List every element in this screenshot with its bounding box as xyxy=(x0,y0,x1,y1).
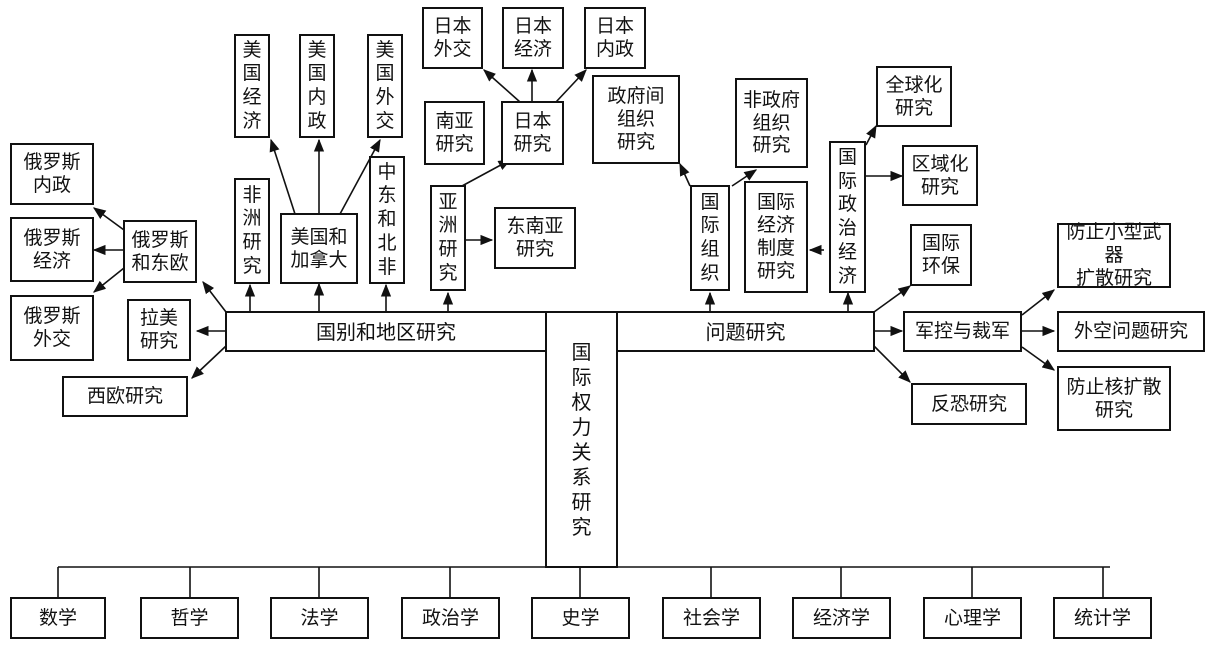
node-us-domestic: 美 国 内 政 xyxy=(299,34,335,138)
node-outer-space: 外空问题研究 xyxy=(1057,311,1205,352)
discipline-politics: 政治学 xyxy=(401,597,500,639)
node-latin-america: 拉美 研究 xyxy=(127,299,191,361)
node-environment: 国际 环保 xyxy=(910,224,972,286)
node-south-asia: 南亚 研究 xyxy=(424,101,485,165)
node-japan-economy: 日本 经济 xyxy=(502,7,564,69)
discipline-economics: 经济学 xyxy=(792,597,891,639)
node-us-canada: 美国和 加拿大 xyxy=(280,213,358,284)
node-anti-terror: 反恐研究 xyxy=(911,383,1027,425)
discipline-math: 数学 xyxy=(10,597,106,639)
node-russia-eeurope: 俄罗斯 和东欧 xyxy=(123,220,197,283)
node-arms-control: 军控与裁军 xyxy=(903,311,1022,352)
discipline-sociology: 社会学 xyxy=(662,597,761,639)
node-intl-org: 国 际 组 织 xyxy=(690,185,730,291)
node-small-arms: 防止小型武器 扩散研究 xyxy=(1057,221,1171,289)
node-japan-diplomacy: 日本 外交 xyxy=(422,7,483,69)
node-mideast: 中 东 和 北 非 xyxy=(369,156,405,284)
node-japan-domestic: 日本 内政 xyxy=(584,7,646,69)
discipline-history: 史学 xyxy=(531,597,630,639)
node-issue: 问题研究 xyxy=(616,311,875,352)
discipline-psychology: 心理学 xyxy=(923,597,1022,639)
node-trunk: 国 际 权 力 关 系 研 究 xyxy=(545,311,618,568)
node-ngo: 非政府 组织 研究 xyxy=(735,78,808,168)
node-us-diplomacy: 美 国 外 交 xyxy=(367,34,403,138)
node-igo: 政府间 组织 研究 xyxy=(592,75,680,164)
node-japan: 日本 研究 xyxy=(501,101,564,165)
discipline-philosophy: 哲学 xyxy=(140,597,239,639)
node-country-region: 国别和地区研究 xyxy=(225,311,547,352)
node-asia: 亚 洲 研 究 xyxy=(430,185,466,291)
node-intl-econ-system: 国际 经济 制度 研究 xyxy=(744,181,808,293)
node-russia-diplomacy: 俄罗斯 外交 xyxy=(10,295,94,361)
node-regionalization: 区域化 研究 xyxy=(902,145,978,206)
discipline-law: 法学 xyxy=(270,597,369,639)
node-nonproliferation: 防止核扩散 研究 xyxy=(1057,366,1171,431)
node-russia-economy: 俄罗斯 经济 xyxy=(10,217,94,282)
node-western-europe: 西欧研究 xyxy=(62,376,188,417)
node-southeast-asia: 东南亚 研究 xyxy=(494,207,576,269)
node-us-economy: 美 国 经 济 xyxy=(234,34,270,138)
node-globalization: 全球化 研究 xyxy=(876,66,952,127)
node-intl-political-economy: 国 际 政 治 经 济 xyxy=(829,141,866,293)
node-africa: 非 洲 研 究 xyxy=(234,178,270,284)
discipline-statistics: 统计学 xyxy=(1053,597,1152,639)
node-russia-domestic: 俄罗斯 内政 xyxy=(10,143,94,205)
